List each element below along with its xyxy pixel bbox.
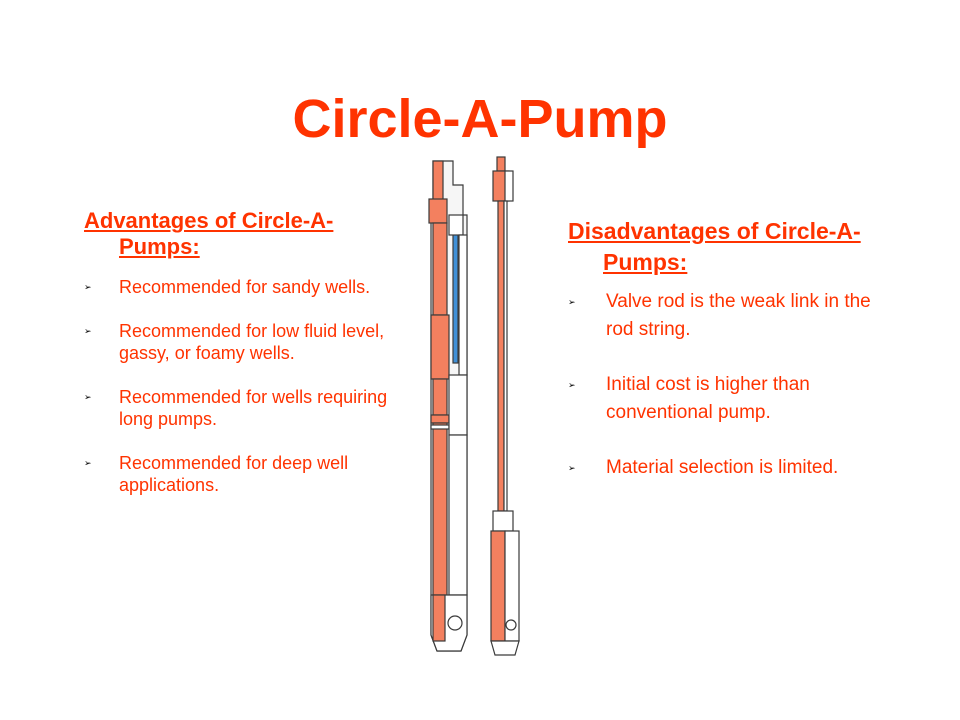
arrow-bullet-icon: ➢ [84, 458, 92, 468]
barrel-blue-channel [452, 230, 459, 364]
plunger-valve-rod [490, 156, 520, 656]
plunger-body [490, 530, 506, 642]
advantages-heading: Advantages of Circle-A-Pumps: [84, 208, 334, 259]
rod-shaft-shell [503, 200, 508, 512]
barrel-section-4 [432, 422, 448, 624]
plunger-coupling [492, 510, 514, 532]
barrel-inner-shell-2 [458, 234, 468, 376]
advantage-item: ➢ Recommended for sandy wells. [84, 276, 396, 298]
arrow-bullet-icon: ➢ [568, 380, 576, 390]
advantage-item: ➢ Recommended for wells requiring long p… [84, 386, 396, 430]
advantage-item: ➢ Recommended for low fluid level, gassy… [84, 320, 396, 364]
barrel-top-collar [428, 198, 448, 224]
advantage-text: Recommended for deep well applications. [119, 453, 349, 495]
arrow-bullet-icon: ➢ [84, 392, 92, 402]
arrow-bullet-icon: ➢ [568, 297, 576, 307]
arrow-bullet-icon: ➢ [568, 463, 576, 473]
disadvantage-text: Initial cost is higher than conventional… [606, 374, 810, 423]
barrel-ring-1 [430, 414, 450, 424]
pump-cross-section-illustration [428, 156, 520, 656]
rod-top-thread [496, 156, 506, 172]
slide-title: Circle-A-Pump [292, 89, 668, 149]
disadvantages-heading: Disadvantages of Circle-A-Pumps: [568, 218, 861, 275]
disadvantage-item: ➢ Initial cost is higher than convention… [568, 371, 888, 427]
disadvantages-list: ➢ Valve rod is the weak link in the rod … [568, 288, 888, 482]
barrel-top-cap [432, 160, 444, 202]
rod-shaft [497, 200, 505, 512]
barrel-ring-2 [430, 424, 450, 430]
barrel-inner-shell-1 [448, 214, 464, 236]
barrel-section-2 [430, 314, 450, 380]
barrel-red-column [432, 222, 448, 316]
disadvantage-text: Material selection is limited. [606, 457, 839, 478]
arrow-bullet-icon: ➢ [84, 326, 92, 336]
arrow-bullet-icon: ➢ [84, 282, 92, 292]
advantage-text: Recommended for sandy wells. [119, 277, 371, 297]
disadvantage-item: ➢ Valve rod is the weak link in the rod … [568, 288, 888, 344]
advantages-section: Advantages of Circle-A-Pumps: ➢ Recommen… [84, 208, 396, 496]
disadvantages-section: Disadvantages of Circle-A-Pumps: ➢ Valve… [568, 216, 888, 482]
barrel-section-3 [432, 378, 448, 416]
advantage-text: Recommended for wells requiring long pum… [119, 387, 388, 429]
rod-top-shell [504, 170, 514, 202]
barrel-inner-shell-3 [448, 374, 468, 436]
advantage-text: Recommended for low fluid level, gassy, … [119, 321, 385, 363]
advantages-list: ➢ Recommended for sandy wells. ➢ Recomme… [84, 276, 396, 496]
barrel-ball-valve [447, 615, 463, 631]
disadvantage-text: Valve rod is the weak link in the rod st… [606, 291, 871, 340]
advantage-item: ➢ Recommended for deep well applications… [84, 452, 396, 496]
barrel-bottom-red [432, 594, 446, 642]
plunger-ball-valve [505, 619, 517, 631]
pump-barrel-assembly [428, 160, 468, 652]
disadvantage-item: ➢ Material selection is limited. [568, 454, 888, 482]
barrel-inner-shell-4 [448, 434, 468, 596]
plunger-tip [490, 640, 520, 656]
